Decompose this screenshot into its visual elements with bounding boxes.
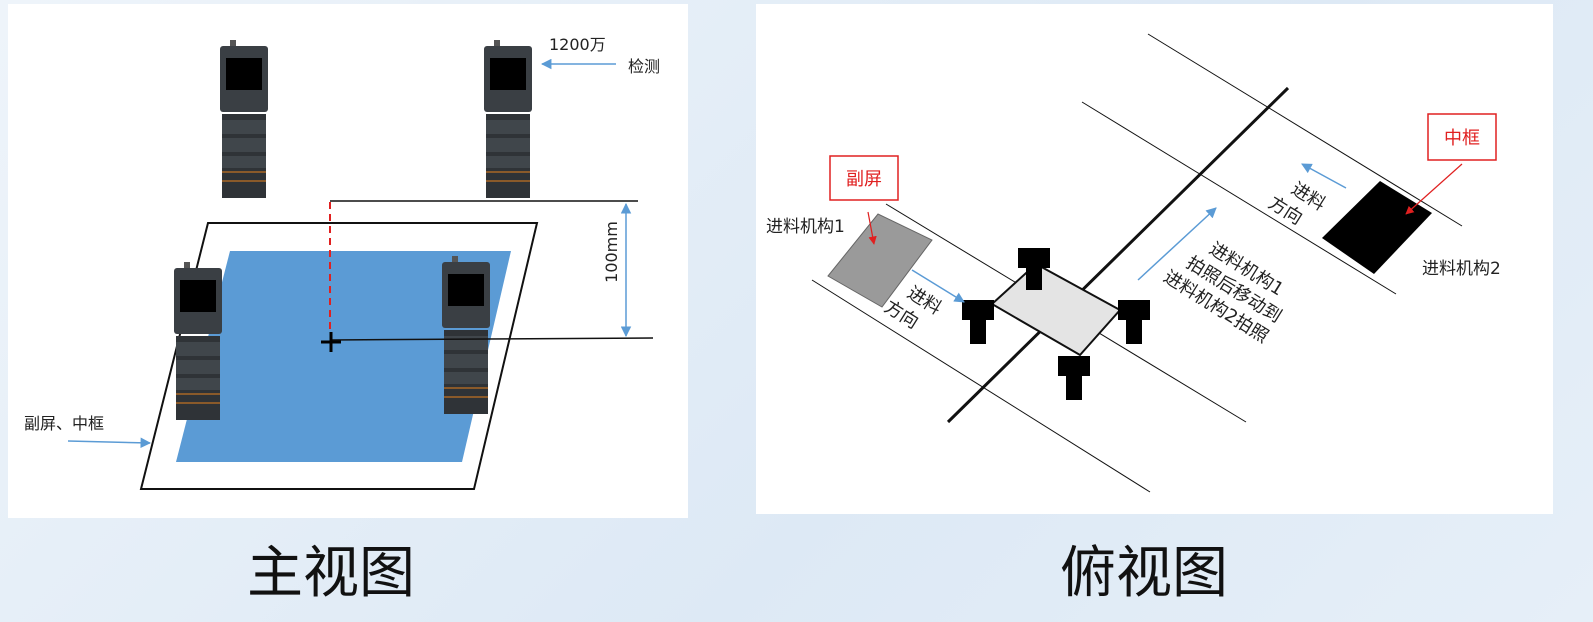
feeder2-label: 进料机构2 — [1422, 259, 1501, 279]
feeder2-rail — [1081, 101, 1397, 295]
top-view-caption: 俯视图 — [1060, 541, 1228, 606]
feeder1-label: 进料机构1 — [766, 217, 845, 237]
feed-direction-arrow — [911, 269, 965, 303]
feeder1-rail — [811, 279, 1151, 493]
resolution-label: 1200万 — [549, 35, 606, 54]
parts-label: 副屏、中框 — [24, 414, 104, 433]
camera-icon — [442, 256, 490, 414]
midframe-label: 中框 — [1444, 128, 1480, 149]
camera-icon — [220, 40, 268, 198]
camera-icon — [484, 40, 532, 198]
sub-screen-part — [827, 213, 933, 308]
transfer-arrow — [1137, 207, 1217, 281]
subscreen-pointer — [867, 211, 877, 245]
transfer-axis — [946, 86, 1290, 424]
mid-frame-part — [1322, 181, 1432, 274]
front-view-caption: 主视图 — [247, 541, 415, 606]
top-view-diagram: 副屏 中框 进料机构1 进料机构2 进料 方向 进料 方向 进料机构1 拍照后移… — [766, 33, 1501, 493]
distance-label: 100mm — [602, 221, 621, 283]
feeder2-rail — [1147, 33, 1463, 227]
camera-icon — [962, 300, 994, 344]
top-view-panel: 副屏 中框 进料机构1 进料机构2 进料 方向 进料 方向 进料机构1 拍照后移… — [756, 4, 1553, 514]
midframe-callout-box — [1427, 113, 1497, 161]
inspect-label: 检测 — [628, 57, 660, 76]
feed-direction-label-2: 进料 方向 — [1264, 178, 1329, 229]
parts-arrow — [67, 437, 152, 449]
reference-line-center — [329, 337, 654, 341]
subscreen-callout-box — [829, 155, 899, 201]
front-view-diagram: 100mm 1200万 检测 副屏、中框 — [24, 35, 660, 490]
camera-icon — [1118, 300, 1150, 344]
camera-icon — [174, 262, 222, 420]
camera-icon — [1018, 248, 1050, 290]
midframe-pointer — [1405, 163, 1463, 215]
camera-icon — [1058, 356, 1090, 400]
process-note: 进料机构1 拍照后移动到 进料机构2拍照 — [1160, 238, 1288, 347]
subscreen-label: 副屏 — [846, 169, 882, 190]
carrier-platform — [990, 262, 1122, 357]
sub-screen-plate — [176, 251, 511, 462]
front-view-panel: 100mm 1200万 检测 副屏、中框 — [8, 4, 688, 518]
crosshair-icon — [321, 332, 341, 352]
feed-direction-arrow — [1301, 163, 1347, 189]
